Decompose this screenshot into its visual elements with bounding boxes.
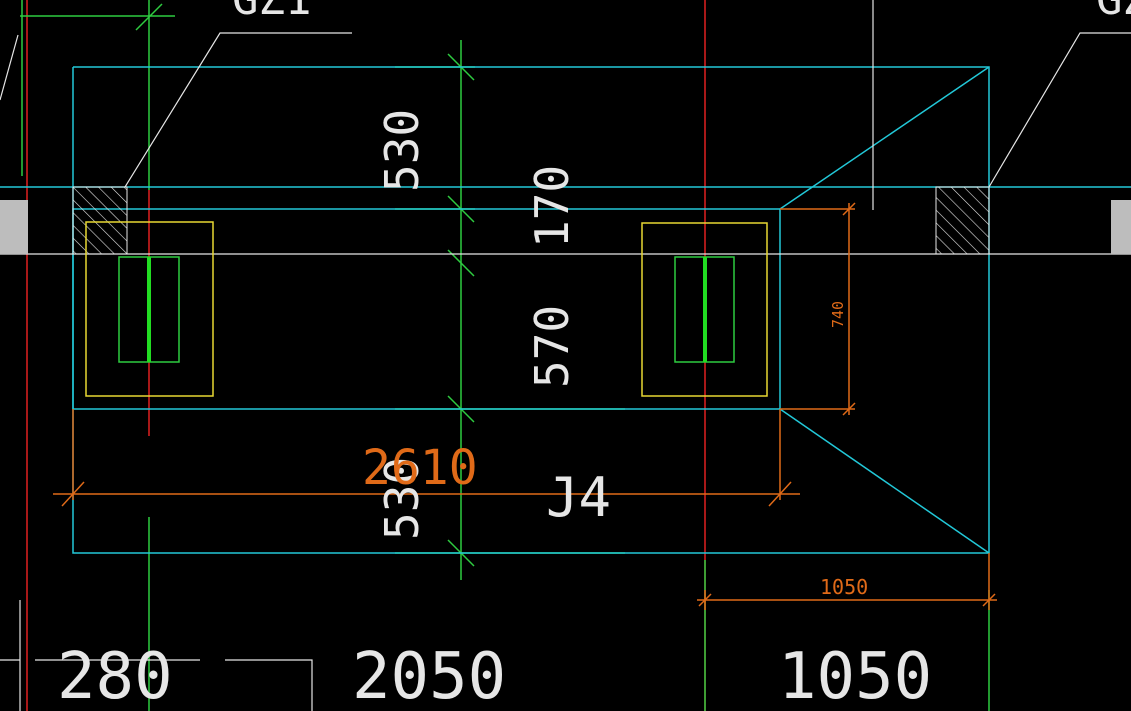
grid-tick-top: [135, 3, 163, 31]
bottom-dimension-280: 280: [57, 640, 173, 711]
hatched-column-left: [72, 186, 128, 255]
wall-fill-right: [1111, 200, 1131, 254]
dimension-2610: 2610: [362, 440, 478, 496]
orange-dimensions: [53, 202, 997, 610]
column-pedestal-left: [85, 221, 214, 397]
wall-fill-left: [0, 200, 28, 254]
dimension-530-top: 530: [375, 109, 429, 192]
foundation-label-j4: J4: [546, 466, 611, 529]
dimension-530-bottom: 530: [375, 457, 429, 540]
dimension-570: 570: [525, 305, 579, 388]
bottom-dimension-2050: 2050: [352, 640, 506, 711]
dimension-170: 170: [525, 165, 579, 248]
column-pedestal-right: [641, 222, 768, 397]
leader-lines: [124, 32, 1131, 188]
dimension-740: 740: [829, 301, 847, 328]
label-gz1-left: GZ1: [232, 0, 311, 25]
hatched-column-right: [935, 186, 990, 255]
dimension-1050-small: 1050: [820, 575, 868, 599]
bottom-dimension-1050: 1050: [778, 640, 932, 711]
label-gz1-right: GZ1: [1096, 0, 1131, 25]
